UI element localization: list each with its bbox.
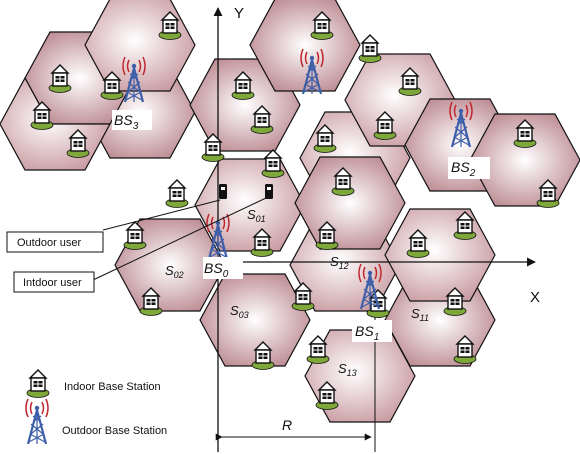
bs0-label-bg — [203, 257, 243, 279]
indoor-user-icon — [265, 184, 273, 199]
bs1-label-bg — [352, 320, 392, 342]
y-axis-label: Y — [234, 5, 244, 22]
indoor-base-station-icon — [48, 64, 72, 93]
bs1-label: BS1 — [355, 323, 379, 343]
indoor-base-station-icon — [310, 11, 334, 40]
indoor-base-station-icon — [201, 133, 225, 162]
cell-labels: S01 S02 S03 S11 S12 S13 — [165, 207, 429, 378]
hex-cell — [249, 0, 361, 92]
cell-label-s02: S02 — [165, 263, 184, 280]
indoor-base-station-icon — [453, 211, 477, 240]
indoor-base-station-icon — [250, 228, 274, 257]
indoor-base-station-icon — [66, 129, 90, 158]
indoor-base-station-icon — [358, 34, 382, 63]
hex-cell — [199, 273, 311, 367]
indoor-base-station-icon — [513, 119, 537, 148]
bs0-label: BS0 — [204, 260, 229, 280]
outdoor-tower-bs1-icon — [358, 263, 382, 310]
radius-label: R — [282, 417, 292, 433]
outdoor-tower-bs2-icon — [449, 101, 473, 148]
indoor-base-station-icon — [373, 111, 397, 140]
bs2-label-bg — [448, 157, 490, 179]
hex-cell-grid — [0, 0, 580, 423]
outdoor-tower-bs0-icon — [206, 213, 230, 260]
indoor-base-station-icon — [261, 149, 285, 178]
indoor-base-station-icon — [165, 179, 189, 208]
indoor-base-station-icon — [313, 124, 337, 153]
indoor-base-station-icon — [306, 335, 330, 364]
indoor-user-callout: Intdoor user — [23, 277, 82, 289]
indoor-base-station-icon — [315, 221, 339, 250]
legend-house-icon — [26, 369, 50, 398]
cell-label-s11: S11 — [411, 306, 429, 323]
indoor-user-callout-box — [13, 271, 95, 293]
outdoor-tower-bs-icon — [300, 48, 324, 95]
legend-outdoor-icon — [25, 398, 49, 445]
cell-label-s03: S03 — [230, 303, 249, 320]
hex-cell — [194, 158, 306, 252]
legend: Indoor Base Station Outdoor Base Station — [25, 369, 167, 445]
outdoor-user-pointer — [102, 199, 221, 231]
indoor-base-station-icon — [231, 71, 255, 100]
bs2-label: BS2 — [451, 159, 476, 179]
legend-tower-icon — [25, 398, 49, 445]
indoor-base-station-icon — [398, 67, 422, 96]
legend-indoor-label: Indoor Base Station — [64, 381, 161, 393]
users: Outdoor user Intdoor user — [6, 184, 273, 293]
indoor-base-station-icon — [139, 287, 163, 316]
cell-label-s13: S13 — [338, 361, 357, 378]
bs3-label: BS3 — [114, 112, 139, 132]
x-axis-label: X — [530, 289, 540, 306]
indoor-base-station-icon — [291, 282, 315, 311]
indoor-base-station-icon — [406, 229, 430, 258]
indoor-base-station-icon — [453, 335, 477, 364]
indoor-base-station-icon — [315, 381, 339, 410]
indoor-base-station-icon — [250, 105, 274, 134]
outdoor-base-stations — [122, 48, 473, 310]
indoor-base-station-icon — [30, 101, 54, 130]
indoor-base-station-icon — [158, 11, 182, 40]
cell-label-s01: S01 — [247, 207, 266, 224]
outdoor-user-callout: Outdoor user — [17, 237, 82, 249]
indoor-base-station-icon — [536, 179, 560, 208]
indoor-base-station-icon — [331, 167, 355, 196]
indoor-base-station-icon — [443, 287, 467, 316]
indoor-user-pointer — [92, 197, 267, 281]
indoor-base-station-icon — [123, 221, 147, 250]
indoor-base-station-icon — [251, 341, 275, 370]
base-station-labels: BS3 BS2 BS0 BS1 — [112, 110, 490, 343]
indoor-base-station-icon — [100, 71, 124, 100]
outdoor-user-callout-box — [6, 231, 104, 253]
outdoor-tower-bs3-icon — [122, 56, 146, 103]
indoor-base-stations — [30, 11, 560, 410]
cell-label-s12: S12 — [330, 254, 349, 271]
hex-cell — [384, 208, 496, 302]
outdoor-user-icon — [219, 184, 227, 199]
bs3-label-bg — [112, 110, 152, 130]
legend-indoor-icon — [26, 369, 50, 398]
legend-outdoor-label: Outdoor Base Station — [62, 425, 167, 437]
